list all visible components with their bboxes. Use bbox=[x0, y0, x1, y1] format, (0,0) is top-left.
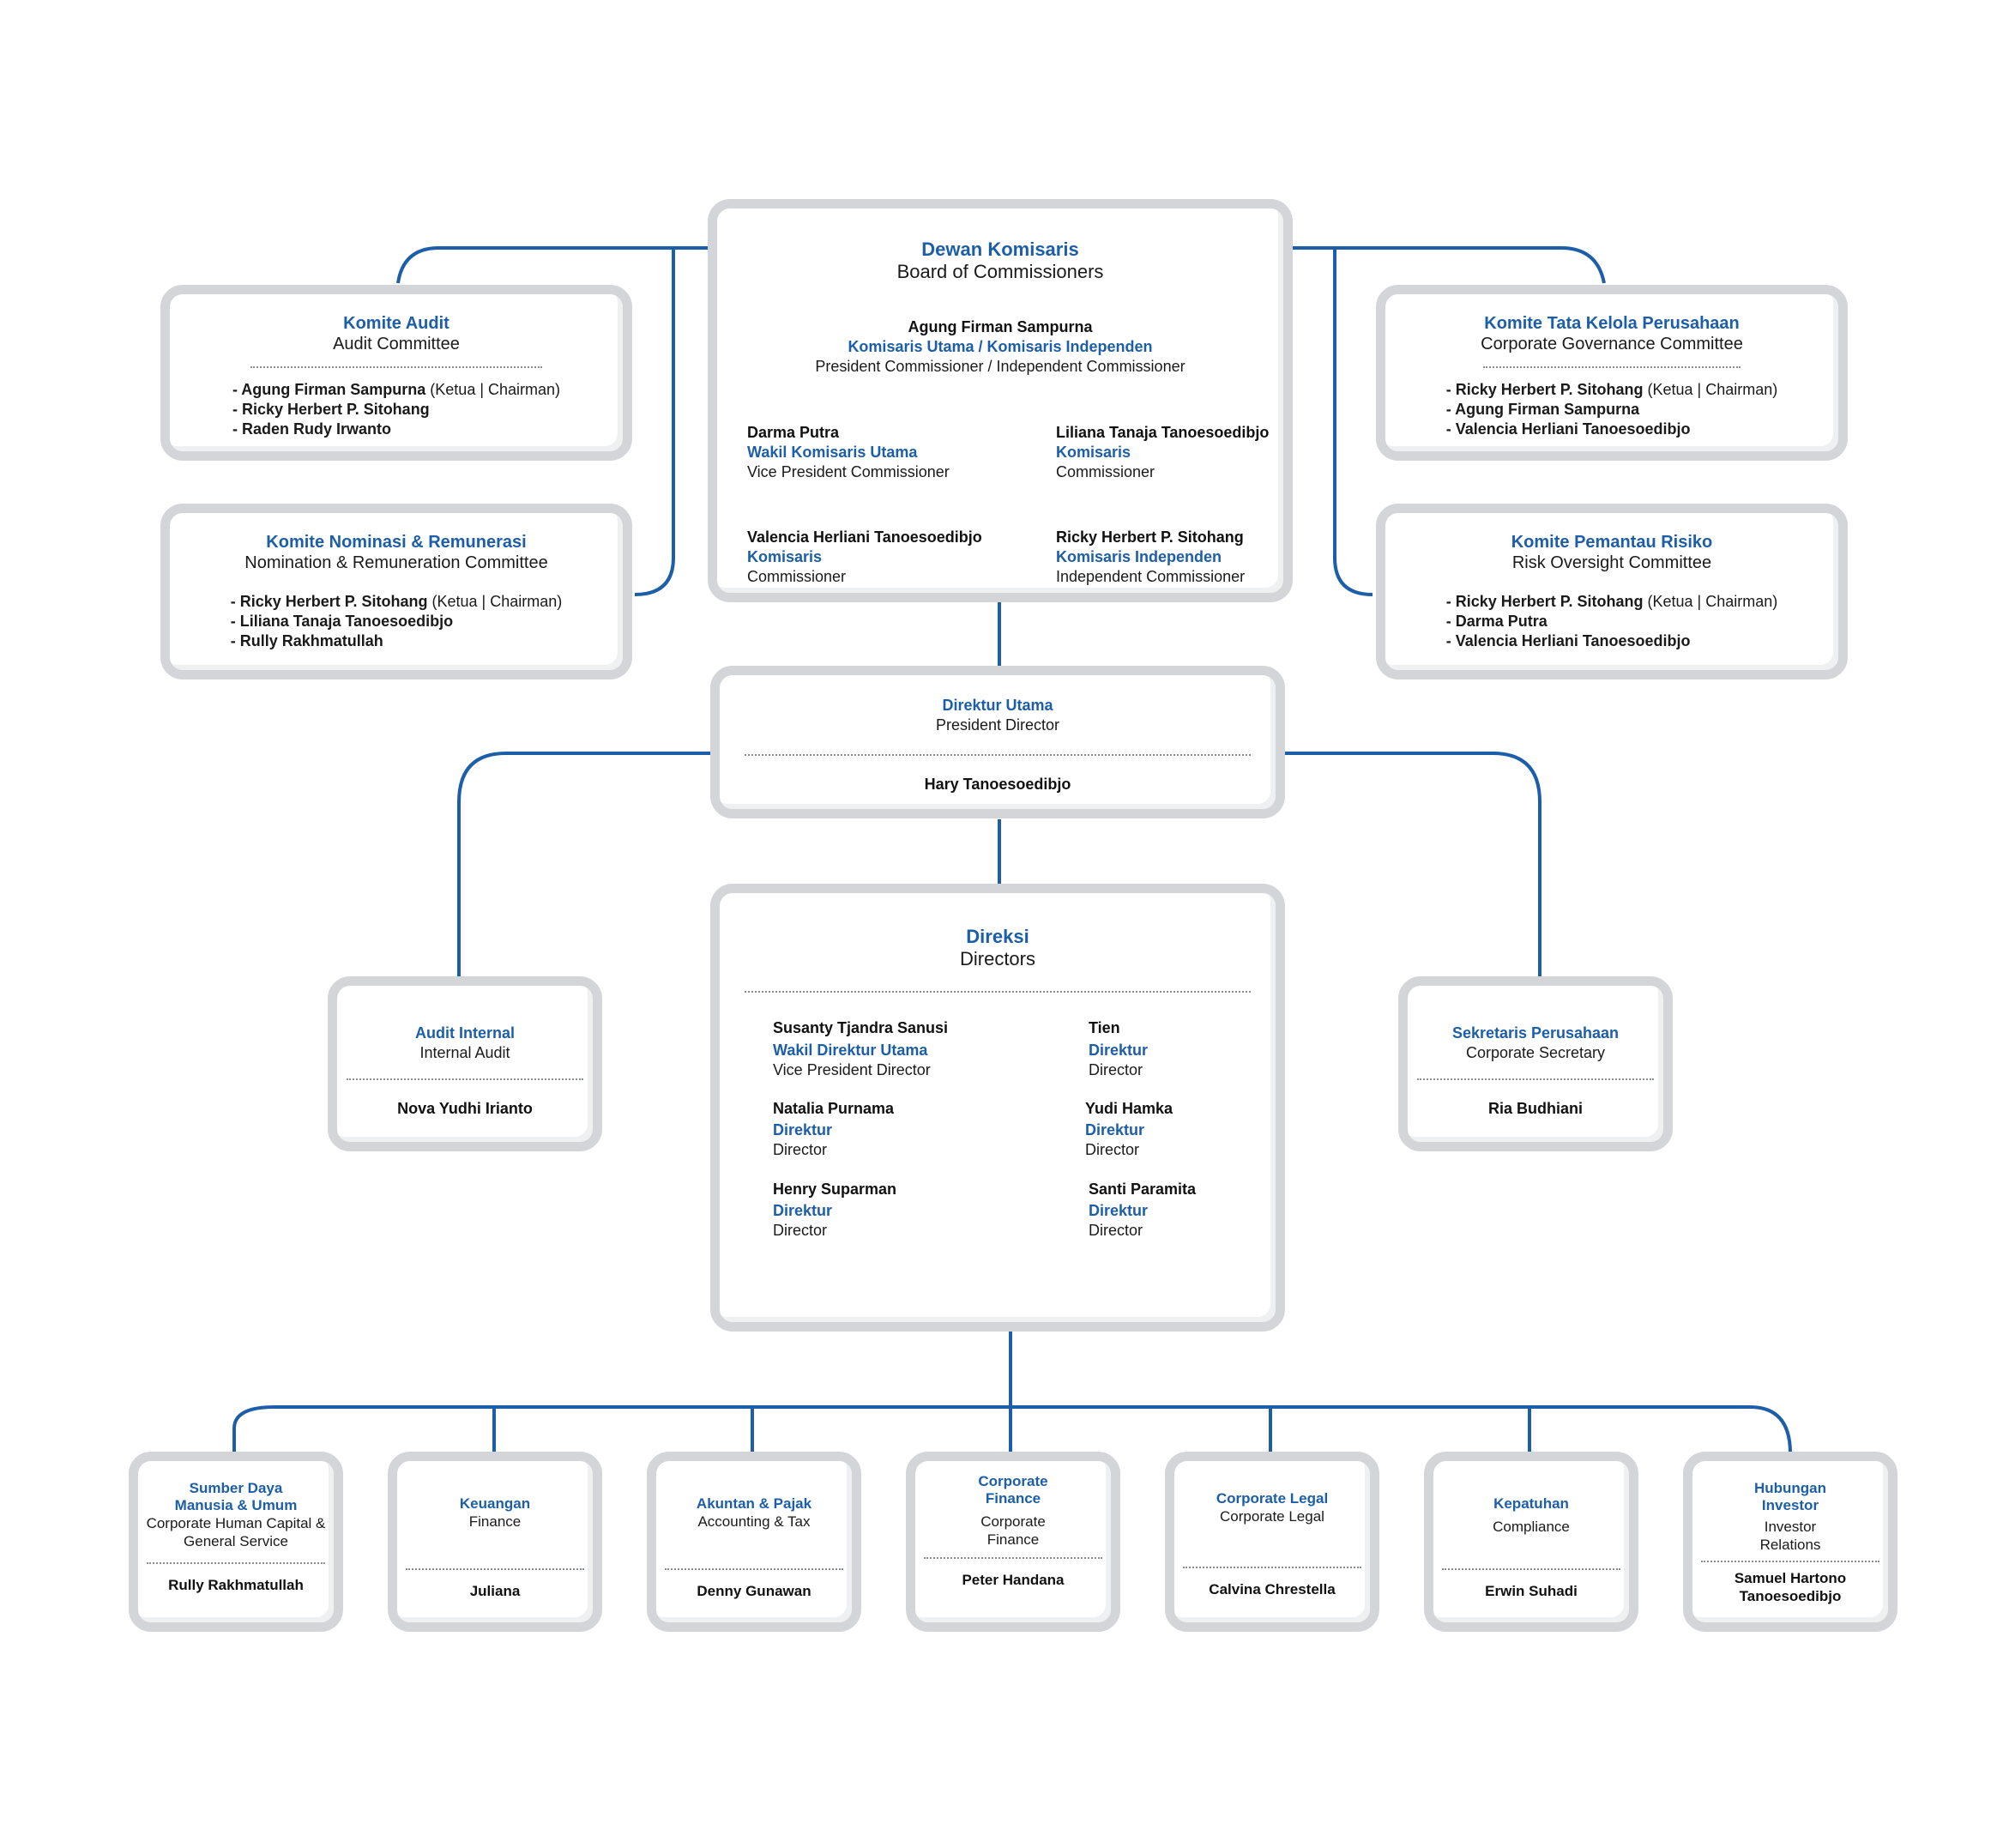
directors-title-id: Direksi bbox=[966, 926, 1029, 947]
directors-title-en: Directors bbox=[959, 948, 1035, 969]
divider bbox=[250, 366, 542, 368]
risk-committee-title-id: Komite Pemantau Risiko bbox=[1511, 533, 1713, 552]
connector-board-risk bbox=[1333, 248, 1373, 596]
unit-investor-relations-box: Hubungan Investor Investor Relations Sam… bbox=[1683, 1452, 1897, 1632]
audit-internal-name: Nova Yudhi Irianto bbox=[397, 1100, 533, 1117]
unit-name: Denny Gunawan bbox=[697, 1583, 811, 1599]
governance-committee-members: - Ricky Herbert P. Sitohang (Ketua | Cha… bbox=[1445, 381, 1778, 438]
board-of-commissioners-box: Dewan Komisaris Board of Commissioners A… bbox=[708, 199, 1293, 602]
risk-committee-members: - Ricky Herbert P. Sitohang (Ketua | Cha… bbox=[1445, 593, 1778, 649]
unit-title-en: Investor Relations bbox=[1759, 1519, 1821, 1553]
unit-name: Calvina Chrestella bbox=[1209, 1581, 1336, 1597]
president-director-name: Hary Tanoesoedibjo bbox=[924, 776, 1071, 793]
divider bbox=[665, 1568, 843, 1570]
unit-corporate-legal-box: Corporate Legal Corporate Legal Calvina … bbox=[1165, 1452, 1379, 1632]
unit-title-en: Corporate Human Capital & General Servic… bbox=[146, 1515, 326, 1549]
corporate-secretary-title-id: Sekretaris Perusahaan bbox=[1451, 1024, 1620, 1042]
unit-human-capital-box: Sumber Daya Manusia & Umum Corporate Hum… bbox=[129, 1452, 343, 1632]
unit-name: Samuel Hartono Tanoesoedibjo bbox=[1734, 1570, 1847, 1604]
unit-title-en: Compliance bbox=[1493, 1519, 1570, 1535]
corporate-secretary-title-en: Corporate Secretary bbox=[1465, 1044, 1606, 1061]
unit-name: Erwin Suhadi bbox=[1485, 1583, 1578, 1599]
board-member: Valencia Herliani Tanoesoedibjo Komisari… bbox=[747, 528, 982, 585]
connector-board-governance bbox=[1287, 246, 1606, 284]
nomination-committee-title-en: Nomination & Remuneration Committee bbox=[244, 553, 548, 572]
divider bbox=[1701, 1561, 1879, 1562]
nomination-committee-members: - Ricky Herbert P. Sitohang (Ketua | Cha… bbox=[230, 593, 563, 649]
audit-committee-title-id: Komite Audit bbox=[343, 314, 449, 333]
divider bbox=[1183, 1567, 1361, 1568]
divider bbox=[924, 1557, 1102, 1559]
unit-title-id: Akuntan & Pajak bbox=[696, 1495, 812, 1512]
board-title-en: Board of Commissioners bbox=[896, 261, 1104, 282]
nomination-committee-box: Komite Nominasi & Remunerasi Nomination … bbox=[160, 504, 632, 679]
unit-title-en: Corporate Finance bbox=[980, 1513, 1046, 1548]
unit-finance-box: Keuangan Finance Juliana bbox=[388, 1452, 602, 1632]
director-member: Henry Suparman Direktur Director bbox=[773, 1181, 897, 1239]
corporate-secretary-name: Ria Budhiani bbox=[1487, 1100, 1583, 1117]
governance-committee-title-id: Komite Tata Kelola Perusahaan bbox=[1484, 314, 1740, 333]
risk-committee-title-en: Risk Oversight Committee bbox=[1511, 553, 1712, 572]
board-president-role-en: President Commissioner / Independent Com… bbox=[815, 358, 1186, 375]
audit-committee-members: - Agung Firman Sampurna (Ketua | Chairma… bbox=[232, 381, 561, 438]
divider bbox=[745, 754, 1251, 756]
risk-committee-box: Komite Pemantau Risiko Risk Oversight Co… bbox=[1376, 504, 1848, 679]
unit-corporate-finance-box: Corporate Finance Corporate Finance Pete… bbox=[906, 1452, 1120, 1632]
board-title-id: Dewan Komisaris bbox=[921, 239, 1079, 260]
board-president-role-id: Komisaris Utama / Komisaris Independen bbox=[848, 338, 1153, 355]
board-member: Ricky Herbert P. Sitohang Komisaris Inde… bbox=[1056, 528, 1246, 585]
director-member: Yudi Hamka Direktur Director bbox=[1085, 1100, 1173, 1158]
unit-name: Rully Rakhmatullah bbox=[168, 1577, 304, 1593]
directors-box: Direksi Directors Susanty Tjandra Sanusi… bbox=[710, 884, 1285, 1332]
divider bbox=[1483, 366, 1741, 368]
president-director-title-id: Direktur Utama bbox=[942, 697, 1053, 714]
director-member: Susanty Tjandra Sanusi Wakil Direktur Ut… bbox=[773, 1019, 949, 1078]
divider bbox=[745, 991, 1251, 993]
director-member: Tien Direktur Director bbox=[1089, 1019, 1149, 1078]
president-director-box: Direktur Utama President Director Hary T… bbox=[710, 666, 1285, 818]
unit-title-id: Corporate Finance bbox=[978, 1473, 1048, 1507]
unit-name: Peter Handana bbox=[962, 1572, 1065, 1588]
unit-compliance-box: Kepatuhan Compliance Erwin Suhadi bbox=[1424, 1452, 1638, 1632]
unit-title-id: Hubungan Investor bbox=[1753, 1480, 1827, 1513]
connector-president-audit-internal bbox=[457, 752, 712, 978]
audit-internal-title-id: Audit Internal bbox=[415, 1024, 515, 1042]
governance-committee-title-en: Corporate Governance Committee bbox=[1481, 335, 1743, 353]
board-member: Liliana Tanaja Tanoesoedibjo Komisaris C… bbox=[1056, 424, 1270, 480]
governance-committee-box: Komite Tata Kelola Perusahaan Corporate … bbox=[1376, 285, 1848, 461]
audit-committee-title-en: Audit Committee bbox=[333, 335, 460, 353]
director-member: Santi Paramita Direktur Director bbox=[1089, 1181, 1197, 1239]
unit-accounting-tax-box: Akuntan & Pajak Accounting & Tax Denny G… bbox=[647, 1452, 861, 1632]
audit-internal-box: Audit Internal Internal Audit Nova Yudhi… bbox=[328, 976, 602, 1151]
unit-title-id: Kepatuhan bbox=[1493, 1495, 1569, 1512]
nomination-committee-title-id: Komite Nominasi & Remunerasi bbox=[266, 533, 527, 552]
connector-board-nomination bbox=[634, 248, 675, 596]
unit-title-id: Sumber Daya Manusia & Umum bbox=[174, 1480, 298, 1513]
unit-title-id: Keuangan bbox=[459, 1495, 531, 1512]
divider bbox=[1417, 1078, 1654, 1080]
audit-internal-title-en: Internal Audit bbox=[419, 1044, 510, 1061]
corporate-secretary-box: Sekretaris Perusahaan Corporate Secretar… bbox=[1398, 976, 1673, 1151]
unit-title-en: Accounting & Tax bbox=[697, 1513, 811, 1530]
divider bbox=[147, 1562, 325, 1564]
director-member: Natalia Purnama Direktur Director bbox=[773, 1100, 895, 1158]
divider bbox=[406, 1568, 584, 1570]
board-president-name: Agung Firman Sampurna bbox=[908, 318, 1093, 335]
unit-title-en: Corporate Legal bbox=[1220, 1508, 1324, 1525]
unit-name: Juliana bbox=[469, 1583, 521, 1599]
divider bbox=[1442, 1568, 1620, 1570]
audit-committee-box: Komite Audit Audit Committee - Agung Fir… bbox=[160, 285, 632, 461]
unit-title-id: Corporate Legal bbox=[1216, 1490, 1329, 1507]
board-member: Darma Putra Wakil Komisaris Utama Vice P… bbox=[747, 424, 950, 480]
divider bbox=[347, 1078, 583, 1080]
unit-title-en: Finance bbox=[468, 1513, 522, 1530]
connector-board-audit bbox=[396, 246, 714, 284]
president-director-title-en: President Director bbox=[935, 716, 1060, 734]
connector-president-secretary bbox=[1283, 752, 1541, 978]
